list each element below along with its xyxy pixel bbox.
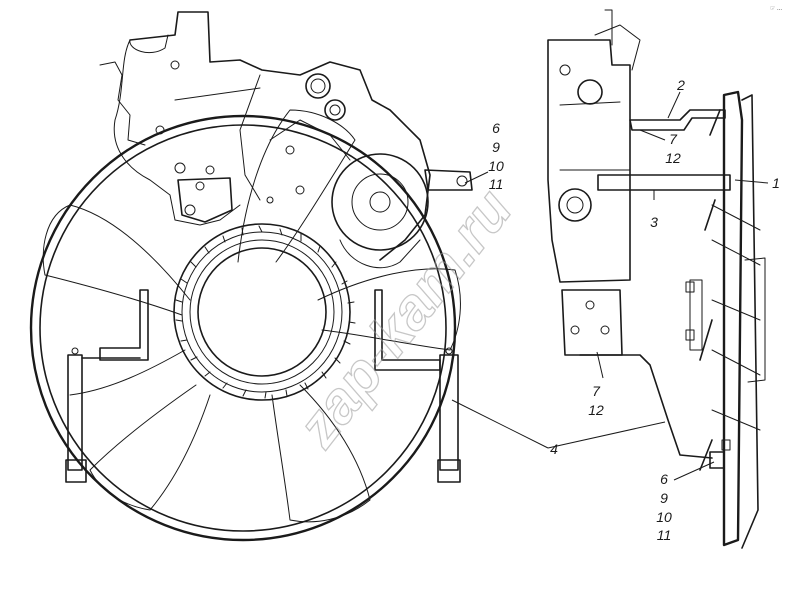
- shroud-outer-ring: [29, 114, 457, 542]
- callout-7-lower: 7: [592, 383, 601, 399]
- callout-12-lower: 12: [588, 402, 604, 418]
- shroud-edge: [722, 90, 744, 547]
- hub-teeth: [175, 225, 356, 399]
- callout-7-upper: 7: [669, 131, 678, 147]
- leader-lines: [451, 91, 769, 481]
- callout-11-bottom: 11: [657, 527, 672, 543]
- callout-9-top: 9: [492, 139, 500, 155]
- callout-9-bottom: 9: [660, 490, 668, 506]
- callout-10-top: 10: [488, 158, 504, 174]
- shroud-brackets: [65, 289, 461, 483]
- callout-6-top: 6: [492, 120, 500, 136]
- corner-mark: ☞ ...: [770, 6, 782, 12]
- callout-6-bottom: 6: [660, 471, 668, 487]
- fan-shroud-side-view: [547, 9, 766, 549]
- callout-3: 3: [650, 214, 658, 230]
- watermark: zap-kam.ru: [284, 177, 524, 459]
- callout-10-bottom: 10: [656, 509, 672, 525]
- top-right-clamp: [424, 169, 473, 191]
- callout-4: 4: [550, 441, 558, 457]
- callout-1: 1: [772, 175, 780, 191]
- water-pump-housing: [331, 153, 429, 251]
- port-circle: [305, 73, 331, 99]
- callout-11-top: 11: [489, 176, 504, 192]
- callout-12-upper: 12: [665, 150, 681, 166]
- callout-2: 2: [676, 77, 685, 93]
- engine-front: [99, 11, 431, 269]
- fan-shroud-front-view: [29, 11, 473, 542]
- callouts: 6 9 10 11 2 7 12 1 3 7 12 4 6 9 10 11: [488, 77, 780, 543]
- shroud-inner-ring: [39, 124, 447, 532]
- fan-hub: [173, 223, 356, 401]
